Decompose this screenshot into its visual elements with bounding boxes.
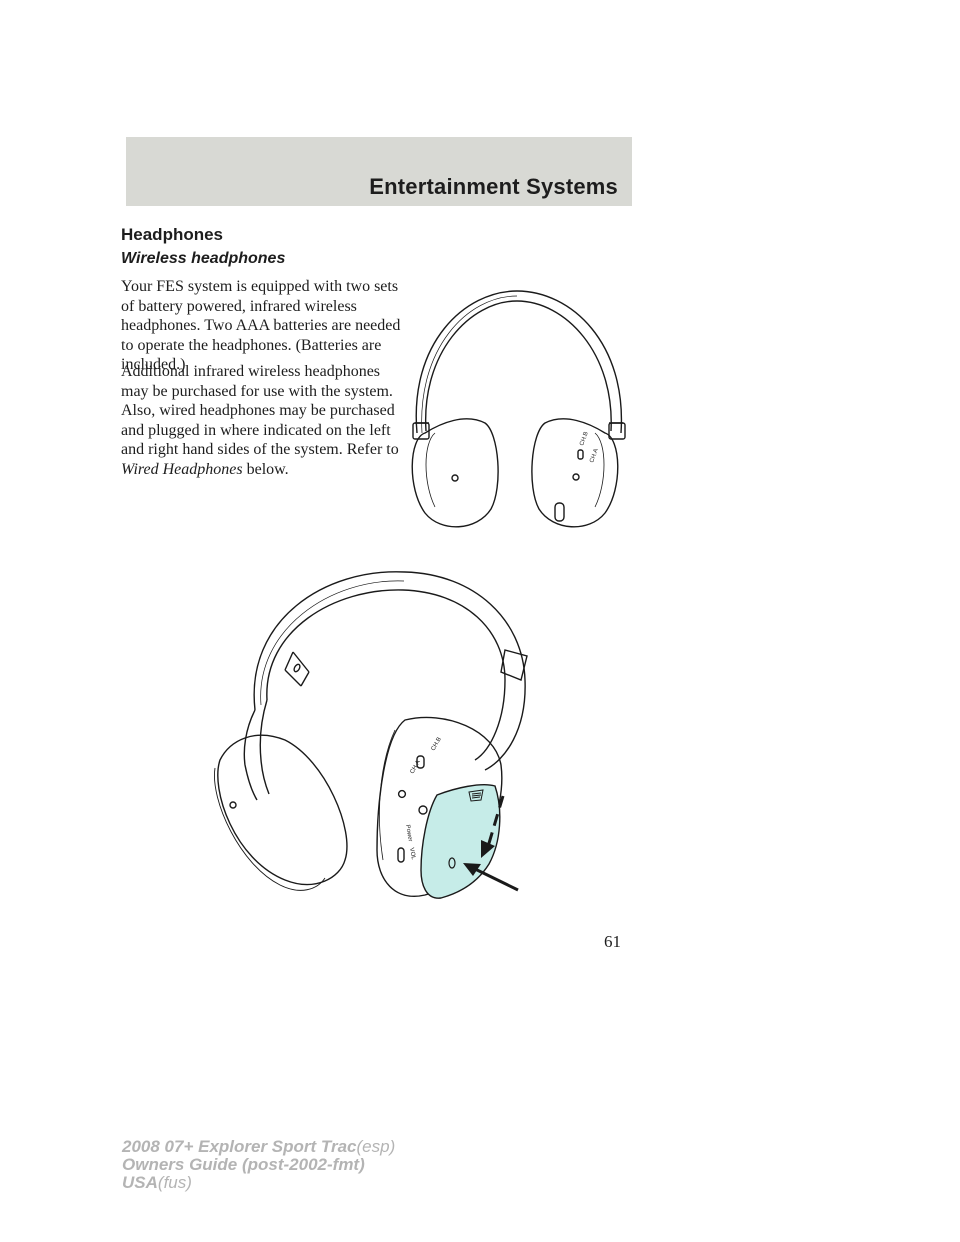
footer-vehicle-code: (esp) (356, 1137, 396, 1156)
slide-direction-arrow (485, 795, 505, 851)
paragraph-additional-tail: below. (246, 460, 289, 478)
subsection-title: Wireless headphones (121, 250, 286, 267)
paragraph-additional: Additional infrared wireless headphones … (121, 362, 401, 479)
footer-market: USA (122, 1173, 158, 1192)
label-power: Power (404, 824, 413, 842)
battery-cover-pointer-arrow (472, 866, 519, 892)
footer-line-3: USA(fus) (122, 1174, 395, 1192)
footer-market-code: (fus) (157, 1173, 192, 1192)
section-title: Headphones (121, 225, 224, 244)
label-ch-a: CH.A (589, 448, 600, 464)
page-number: 61 (604, 932, 621, 951)
headphones-front-illustration: CH.B CH.A (411, 290, 626, 528)
footer-line-1: 2008 07+ Explorer Sport Trac(esp) (122, 1138, 395, 1156)
label-volume: VOL (408, 847, 416, 861)
wired-headphones-reference: Wired Headphones (121, 460, 243, 478)
footer-vehicle: 2008 07+ Explorer Sport Trac (122, 1137, 357, 1156)
headphones-side-illustration: CH.B CH.A Power VOL (214, 571, 528, 899)
paragraph-intro: Your FES system is equipped with two set… (121, 278, 401, 373)
label-ch-a: CH.A (410, 760, 422, 775)
document-footer: 2008 07+ Explorer Sport Trac(esp) Owners… (122, 1138, 395, 1192)
ir-sensor-window (468, 789, 484, 802)
page-header-title: Entertainment Systems (369, 174, 618, 199)
label-ch-b: CH.B (579, 431, 590, 447)
header-band: Entertainment Systems (126, 137, 632, 206)
battery-cover-latch (448, 857, 456, 869)
label-ch-b: CH.B (431, 737, 443, 752)
battery-cover (420, 784, 501, 899)
footer-line-2: Owners Guide (post-2002-fmt) (122, 1155, 365, 1174)
paragraph-additional-text: Additional infrared wireless headphones … (121, 363, 399, 458)
